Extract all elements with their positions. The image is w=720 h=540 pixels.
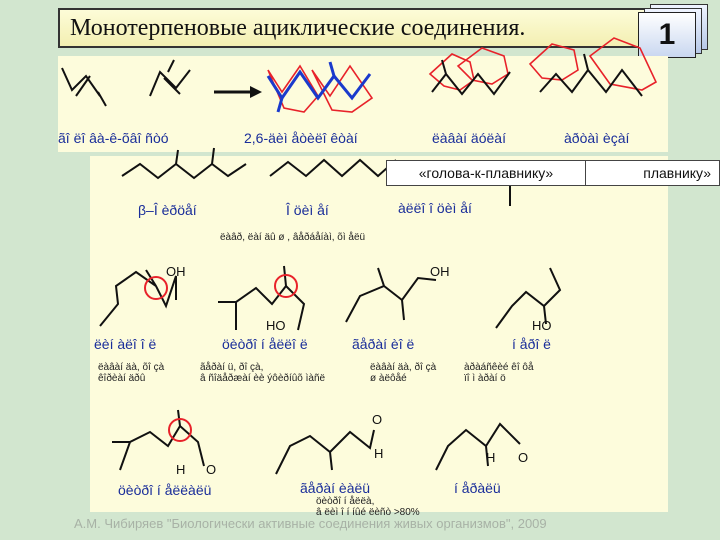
slide-number-badge: 1 xyxy=(636,4,710,60)
label-o-neral: O xyxy=(518,450,529,465)
title-bar: Монотерпеновые ациклические соединения. xyxy=(58,8,668,48)
note-citral: öèòðî í åëëà, â ëèì î í íûé ëèñò >80% xyxy=(316,496,420,518)
label-o-citronellal: O xyxy=(206,462,217,477)
slide-number: 1 xyxy=(638,12,696,58)
label-nerol: í åðî ë xyxy=(512,336,551,352)
bottom-panel xyxy=(90,156,668,512)
small-note: ëàâð, ëàí äû ø , âåðáåíàì, õì åëü xyxy=(220,232,366,243)
label-h-neral: H xyxy=(486,450,496,465)
highlight-circle-citronellol xyxy=(274,274,298,298)
label-oh-linalool: OH xyxy=(166,264,186,279)
label-h-geranial: H xyxy=(374,446,384,461)
label-geraniol: ãåðàí èî ë xyxy=(352,336,415,352)
label-geranial: ãåðàí èàëü xyxy=(300,480,371,496)
label-ho-citronellol: HO xyxy=(266,318,286,333)
dimethyloctane-branch xyxy=(276,61,336,113)
tooltip-popup: плавнику» «голова-к-плавнику» xyxy=(386,160,720,186)
fish-outline-4 xyxy=(456,47,509,85)
reaction-arrow-head xyxy=(250,86,262,98)
label-head-tail: ëàâàí äóëàí xyxy=(432,130,506,146)
label-h-citronellal: H xyxy=(176,462,186,477)
label-oh-geraniol: OH xyxy=(430,264,450,279)
label-ocimene: β–Î èðöåí xyxy=(138,202,197,218)
label-isoprene: ãî ëî âà-ê-õâî ñòó xyxy=(58,130,169,146)
label-dimethyloctane: 2,6-äèì åòèëî êòàí xyxy=(244,130,358,146)
highlight-circle-linalool xyxy=(144,276,168,300)
note-nerol: àðàáñêèé êî ôå ïî ì àðàí ö xyxy=(464,362,534,384)
isoprene-2 xyxy=(149,59,191,97)
ocimene-structure xyxy=(269,158,397,178)
label-alloocimene: àëëî î öèì åí xyxy=(398,200,472,216)
fish-outline-2 xyxy=(311,64,374,113)
geraniol-structure xyxy=(345,267,437,323)
footer-credit: А.М. Чибиряев "Биологически активные сое… xyxy=(74,516,547,531)
label-ho-nerol: HO xyxy=(532,318,552,333)
nerol-structure xyxy=(495,267,562,329)
citronellal-structure xyxy=(112,409,205,471)
isoprene-1 xyxy=(61,67,107,107)
geranial-structure xyxy=(275,429,375,475)
label-citronellal: öèòðî í åëëàëü xyxy=(118,482,212,498)
head-to-tail-skeleton xyxy=(431,59,511,96)
note-linalool: ëàâàí äà, õî çà êîðèàí äðû xyxy=(98,362,165,384)
neral-structure xyxy=(435,422,521,471)
tooltip-back-text: плавнику» xyxy=(643,165,711,181)
label-citronellol: öèòðî í åëëî ë xyxy=(222,336,308,352)
linalool-structure xyxy=(99,269,177,327)
label-neral: í åðàëü xyxy=(454,480,501,496)
label-ocimene2: Î öèì åí xyxy=(286,202,329,218)
fish-outline-5 xyxy=(528,43,579,81)
label-linalool: ëèí àëî î ë xyxy=(94,336,157,352)
highlight-circle-citronellal xyxy=(168,418,192,442)
fish-outline-6 xyxy=(588,37,658,91)
tooltip-front-text: «голова-к-плавнику» xyxy=(386,160,586,186)
label-artemisane: àðòàì èçàí xyxy=(564,130,630,146)
myrcene-structure xyxy=(121,147,247,180)
label-o-geranial: O xyxy=(372,412,383,427)
note-citronellol: ãåðàí ü, ðî çà, â ñîäåðæàí èè ýôèðíûõ ìà… xyxy=(200,362,326,384)
slide-title: Монотерпеновые ациклические соединения. xyxy=(70,15,526,41)
note-geraniol: ëàâàí äà, ðî çà ø àëôåé xyxy=(370,362,437,384)
artemisane-skeleton xyxy=(539,53,643,97)
